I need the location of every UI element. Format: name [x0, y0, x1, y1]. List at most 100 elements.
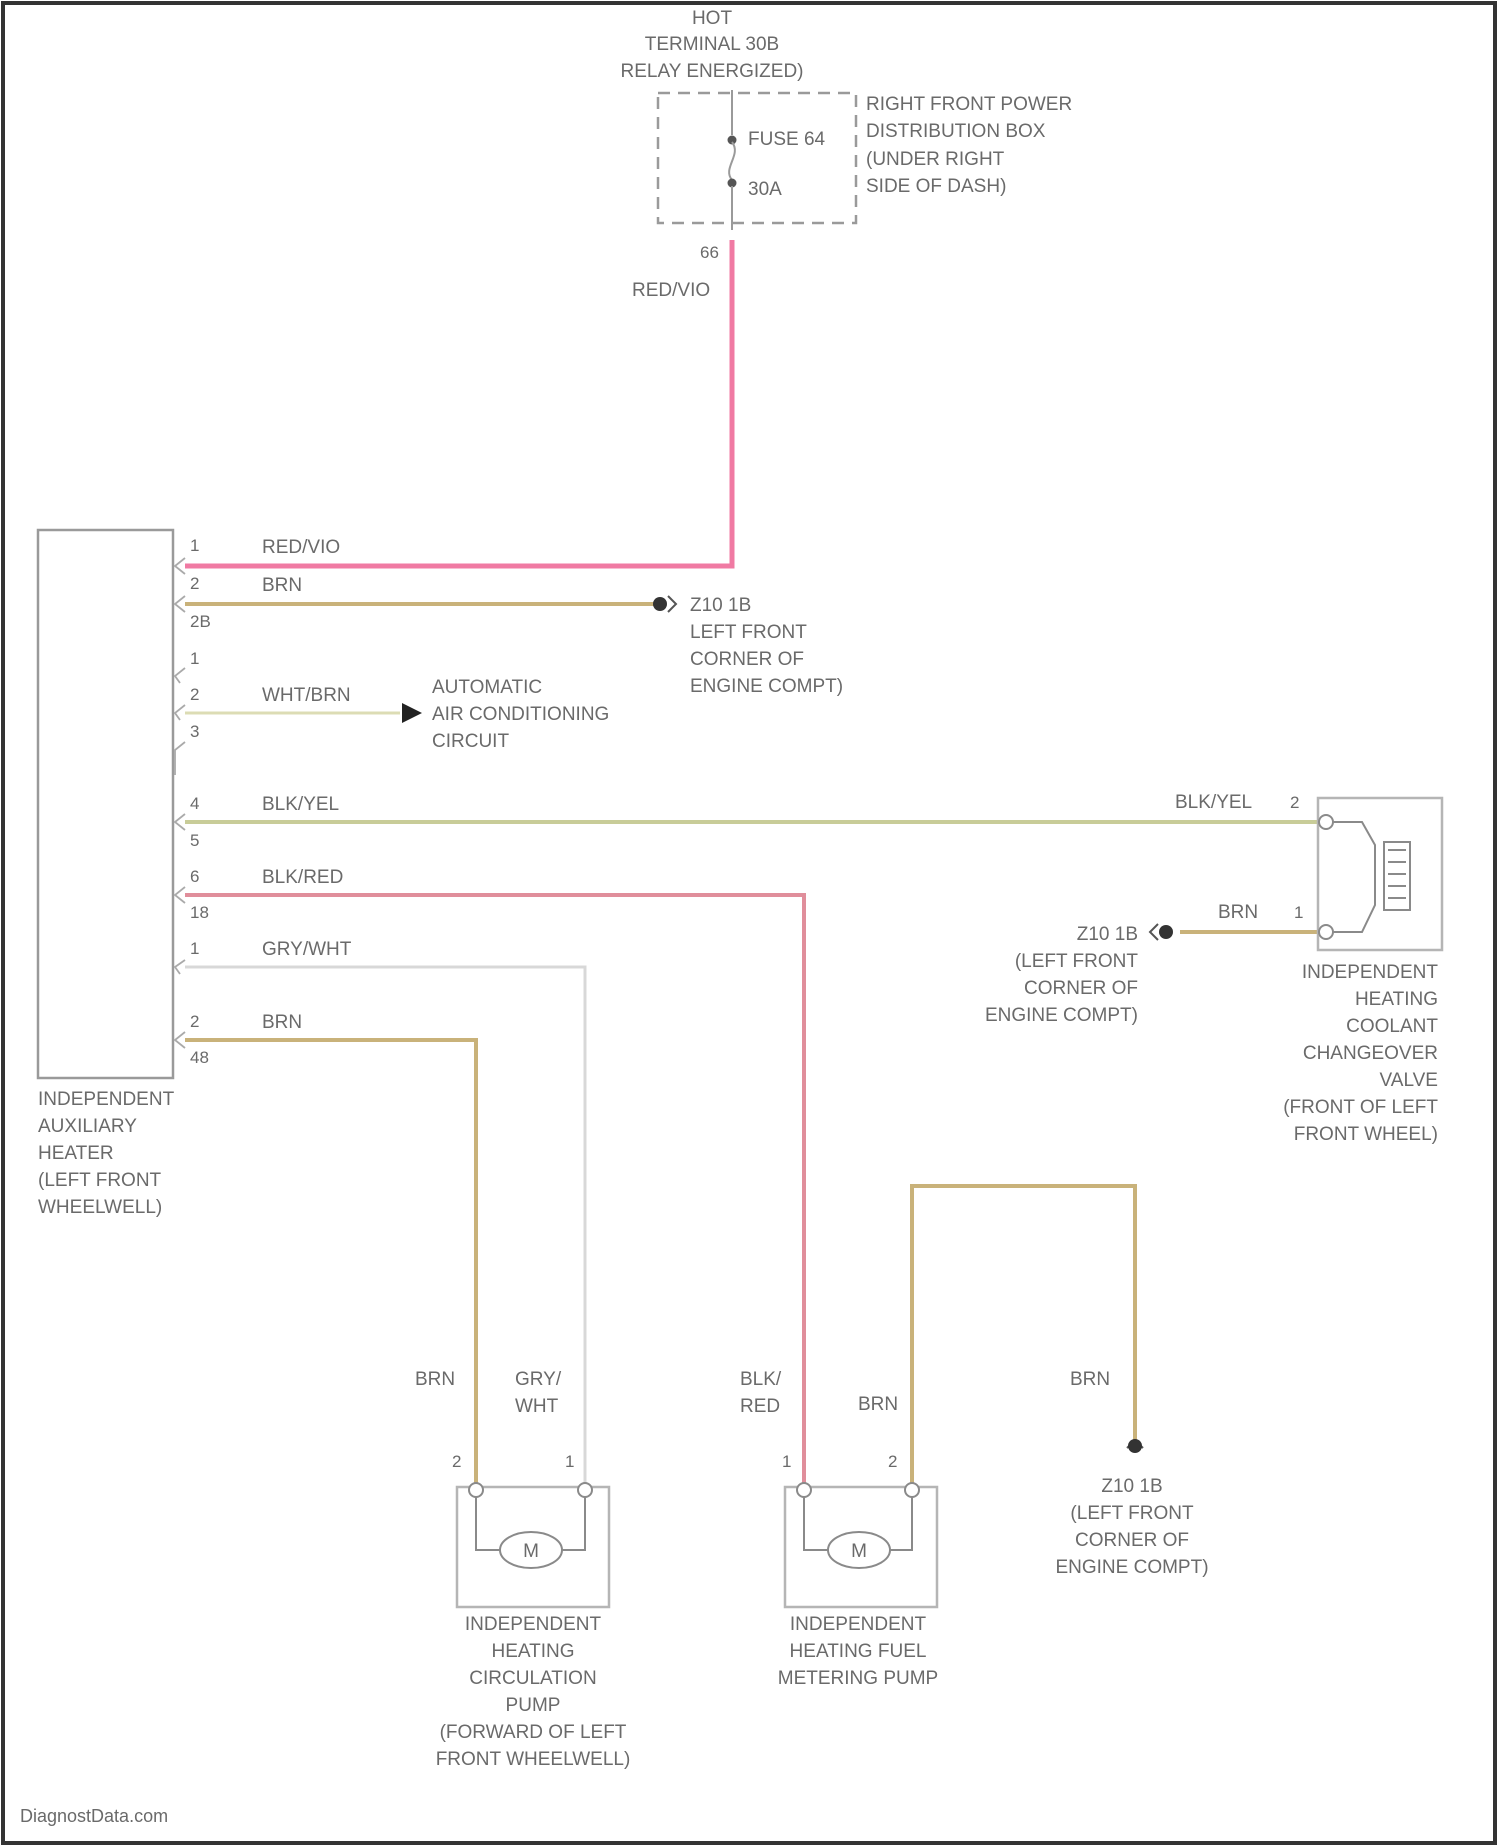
heater-pin-8: 6: [190, 867, 199, 886]
circ-pump-name-6: FRONT WHEELWELL): [436, 1749, 631, 1770]
circ-pump-motor-letter: M: [523, 1541, 539, 1562]
circ-pump-pin1-wire-1: GRY/: [515, 1369, 562, 1390]
heater-pin-2: 2: [190, 574, 199, 593]
ground-1-id: Z10 1B: [690, 595, 751, 616]
fuel-metering-pump: M BLK/ RED BRN 1 2 INDEPENDENT HEATING F…: [740, 1369, 938, 1689]
heater-pin-10: 2: [190, 1012, 199, 1031]
connector-bracket: [175, 558, 185, 574]
hot-label-line-1: HOT: [692, 8, 733, 29]
ground-3-location-1: (LEFT FRONT: [1070, 1503, 1194, 1524]
valve-pin-1: 1: [1294, 903, 1303, 922]
heater-pin-6: 4: [190, 794, 199, 813]
fuel-pump-pin-2-terminal: [905, 1483, 919, 1497]
connector-bracket: [175, 705, 185, 720]
heater-name-3: HEATER: [38, 1143, 114, 1164]
heater-wire-label-1: RED/VIO: [262, 537, 340, 558]
fuse-rating: 30A: [748, 179, 782, 200]
heater-name-5: WHEELWELL): [38, 1197, 162, 1218]
ground-2-location-1: (LEFT FRONT: [1015, 951, 1139, 972]
heater-name-2: AUXILIARY: [38, 1116, 137, 1137]
fuel-pump-pin-2: 2: [888, 1452, 897, 1471]
heater-connector-18: 18: [190, 903, 209, 922]
valve-body: [1318, 798, 1442, 950]
heater-wire-label-2: BRN: [262, 575, 302, 596]
valve-pin2-wire: BLK/YEL: [1175, 792, 1252, 813]
ground-1-dot: [653, 597, 667, 611]
heater-connector-brackets: [175, 558, 185, 1048]
ac-ref-line-3: CIRCUIT: [432, 731, 509, 752]
wire-brn-fuel-pump-ground: [912, 1186, 1135, 1488]
circ-pump-pin-2-terminal: [469, 1483, 483, 1497]
connector-bracket: [175, 742, 185, 775]
fuel-pump-pin-1-terminal: [797, 1483, 811, 1497]
ac-circuit-reference: AUTOMATIC AIR CONDITIONING CIRCUIT: [402, 677, 609, 752]
valve-name-1: INDEPENDENT: [1302, 962, 1439, 983]
heater-pin-7: 5: [190, 831, 199, 850]
heater-wire-label-4: WHT/BRN: [262, 685, 351, 706]
ground-3-wire: BRN: [1070, 1369, 1110, 1390]
valve-name-4: CHANGEOVER: [1303, 1043, 1438, 1064]
ac-ref-line-1: AUTOMATIC: [432, 677, 542, 698]
coolant-changeover-valve: BLK/YEL 2 BRN 1 INDEPENDENT HEATING COOL…: [1175, 792, 1442, 1145]
arrow-icon: [402, 703, 422, 723]
ground-z10-1b-lower: BRN Z10 1B (LEFT FRONT CORNER OF ENGINE …: [1055, 1369, 1208, 1578]
valve-pin-2: 2: [1290, 793, 1299, 812]
independent-auxiliary-heater: 1 RED/VIO 2 BRN 2B 1 2 WHT/BRN 3 4 BLK/Y…: [38, 530, 352, 1218]
ground-z10-1b-upper: Z10 1B LEFT FRONT CORNER OF ENGINE COMPT…: [653, 595, 843, 697]
circulation-pump: M BRN GRY/ WHT 2 1 INDEPENDENT HEATING C…: [415, 1369, 630, 1770]
distribution-box-location-1: RIGHT FRONT POWER: [866, 94, 1072, 115]
heater-wire-label-10: BRN: [262, 1012, 302, 1033]
heater-pin-1: 1: [190, 536, 199, 555]
circ-pump-name-2: HEATING: [491, 1641, 574, 1662]
hot-label-line-3: RELAY ENERGIZED): [620, 61, 803, 82]
fuel-pump-pin1-wire-2: RED: [740, 1396, 780, 1417]
fuel-pump-name-3: METERING PUMP: [778, 1668, 938, 1689]
heater-body: [38, 530, 173, 1078]
fuel-pump-name-2: HEATING FUEL: [790, 1641, 927, 1662]
fuel-pump-pin1-wire-1: BLK/: [740, 1369, 782, 1390]
circ-pump-name-5: (FORWARD OF LEFT: [440, 1722, 627, 1743]
valve-name-7: FRONT WHEEL): [1294, 1124, 1438, 1145]
wire-brn-circ-pump: [185, 1040, 476, 1488]
heater-wire-label-9: GRY/WHT: [262, 939, 352, 960]
heater-name-4: (LEFT FRONT: [38, 1170, 162, 1191]
circ-pump-pin1-wire-2: WHT: [515, 1396, 559, 1417]
diagram-border: [3, 3, 1495, 1843]
heater-pin-5: 3: [190, 722, 199, 741]
connector-bracket: [175, 1032, 185, 1048]
ground-2-dot: [1159, 925, 1173, 939]
ground-1-location-1: LEFT FRONT: [690, 622, 807, 643]
circ-pump-pin-1: 1: [565, 1452, 574, 1471]
distribution-box-location-4: SIDE OF DASH): [866, 176, 1006, 197]
heater-pin-3: 1: [190, 649, 199, 668]
heater-wire-label-6: BLK/YEL: [262, 794, 339, 815]
fuse-element: [729, 142, 735, 180]
heater-wire-label-8: BLK/RED: [262, 867, 343, 888]
wires: [185, 240, 1323, 1488]
heater-pin-9: 1: [190, 939, 199, 958]
ground-2-id: Z10 1B: [1077, 924, 1138, 945]
heater-pin-4: 2: [190, 685, 199, 704]
connector-bracket: [175, 960, 185, 974]
valve-pin1-wire: BRN: [1218, 902, 1258, 923]
valve-name-6: (FRONT OF LEFT: [1283, 1097, 1438, 1118]
fuse-terminal-number: 66: [700, 243, 719, 262]
ground-2-location-3: ENGINE COMPT): [985, 1005, 1138, 1026]
ground-3-location-2: CORNER OF: [1075, 1530, 1189, 1551]
connector-bracket: [175, 887, 185, 903]
fuel-pump-pin2-wire: BRN: [858, 1394, 898, 1415]
fuse-name: FUSE 64: [748, 129, 826, 150]
ground-z10-1b-valve: Z10 1B (LEFT FRONT CORNER OF ENGINE COMP…: [985, 924, 1173, 1026]
valve-name-5: VALVE: [1380, 1070, 1438, 1091]
ground-1-location-2: CORNER OF: [690, 649, 804, 670]
ground-2-bracket: [1150, 924, 1158, 940]
ground-1-location-3: ENGINE COMPT): [690, 676, 843, 697]
ground-1-bracket: [668, 596, 676, 612]
circ-pump-pin-2: 2: [452, 1452, 461, 1471]
ground-3-location-3: ENGINE COMPT): [1055, 1557, 1208, 1578]
watermark: DiagnostData.com: [20, 1806, 168, 1827]
distribution-box-location-3: (UNDER RIGHT: [866, 149, 1005, 170]
hot-label-line-2: TERMINAL 30B: [645, 34, 779, 55]
connector-bracket: [175, 814, 185, 830]
